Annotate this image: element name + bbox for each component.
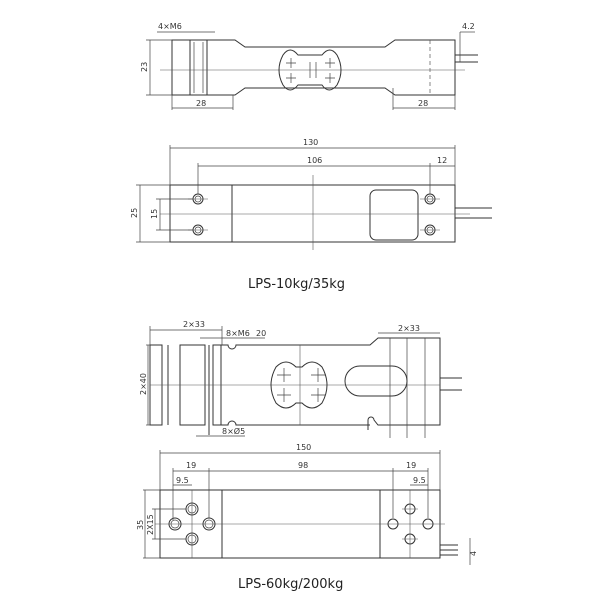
dim-right-half: 9.5 <box>413 476 426 485</box>
caption-lps10: LPS-10kg/35kg <box>248 277 345 292</box>
dim-span: 98 <box>298 461 308 470</box>
dim-cable: 4.2 <box>462 22 475 31</box>
dim-total: 150 <box>296 443 311 452</box>
view-lps60-side: 2×33 8×M6 20 2×33 2×40 8×Ø5 <box>139 320 462 438</box>
dim-cable: 4 <box>469 551 478 556</box>
dim-height: 35 <box>136 520 145 530</box>
dim-left-half: 9.5 <box>176 476 189 485</box>
dim-height: 23 <box>140 62 149 72</box>
butterfly-hole-icon <box>270 361 328 409</box>
dim-right-block: 19 <box>406 461 416 470</box>
dim-thread: 8×M6 <box>226 329 250 338</box>
dim-height: 2×40 <box>139 373 148 395</box>
dim-total: 130 <box>303 138 318 147</box>
view-lps10-side: 23 4×M6 28 28 4.2 <box>140 22 478 110</box>
view-lps10-top: 130 106 12 25 15 <box>130 138 492 250</box>
dim-hole-pitch: 2X15 <box>146 514 155 535</box>
dim-span: 106 <box>307 156 322 165</box>
dim-right-len: 28 <box>418 99 428 108</box>
dim-thread: 4×M6 <box>158 22 182 31</box>
dim-right-block: 2×33 <box>398 324 420 333</box>
mounting-hole-icon <box>168 490 434 558</box>
dim-left-len: 28 <box>196 99 206 108</box>
dim-left-block: 19 <box>186 461 196 470</box>
dim-height: 25 <box>130 208 139 218</box>
dim-end: 12 <box>437 156 447 165</box>
caption-lps60: LPS-60kg/200kg <box>238 577 343 592</box>
dim-left-block: 2×33 <box>183 320 205 329</box>
butterfly-hole-icon <box>278 49 342 91</box>
mounting-hole-icon <box>188 193 440 236</box>
dim-bore: 8×Ø5 <box>222 426 245 436</box>
dim-depth: 20 <box>256 329 266 338</box>
view-lps60-top: 150 19 98 19 9.5 9.5 35 2X15 4 <box>136 443 478 565</box>
dim-hole-pitch: 15 <box>150 209 159 219</box>
